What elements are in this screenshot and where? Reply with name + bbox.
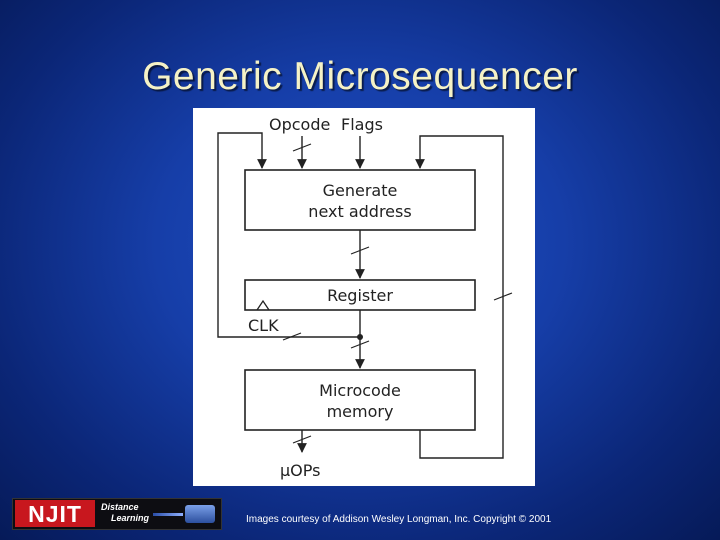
microcode-label-line1: Microcode <box>319 381 401 400</box>
njit-logo-text: NJIT <box>15 500 95 527</box>
image-credit: Images courtesy of Addison Wesley Longma… <box>246 514 552 525</box>
clk-label: CLK <box>248 316 279 335</box>
opcode-bus-slash <box>292 143 312 152</box>
distance-learning-text: Distance Learning <box>101 502 149 524</box>
next-address-bus-slash <box>350 246 370 255</box>
generate-label-line2: next address <box>308 202 411 221</box>
generate-next-address-block <box>244 169 476 231</box>
cable-graphic <box>153 513 183 516</box>
njit-distance-learning-logo: NJIT Distance Learning <box>12 498 222 530</box>
register-label: Register <box>327 286 393 305</box>
clk-triangle <box>256 299 270 311</box>
flags-label: Flags <box>341 115 383 134</box>
generate-label-line1: Generate <box>323 181 398 200</box>
microsequencer-diagram: Opcode Flags Generate next address Regis… <box>193 108 535 486</box>
slide-title: Generic Microsequencer <box>142 55 578 98</box>
uops-label: μOPs <box>280 461 320 480</box>
microcode-memory-block <box>244 369 476 431</box>
register-block <box>244 279 476 311</box>
opcode-label: Opcode <box>269 115 330 134</box>
left-feedback-bus-slash <box>282 332 302 341</box>
monitor-icon <box>185 505 215 523</box>
logo-line2: Learning <box>111 513 150 523</box>
microcode-label-line2: memory <box>327 402 394 421</box>
logo-line1: Distance <box>101 502 139 512</box>
left-feedback-loop <box>217 132 360 338</box>
uops-bus-slash <box>292 435 312 444</box>
right-feedback-bus-slash <box>493 292 513 301</box>
address-bus-slash <box>350 340 370 349</box>
